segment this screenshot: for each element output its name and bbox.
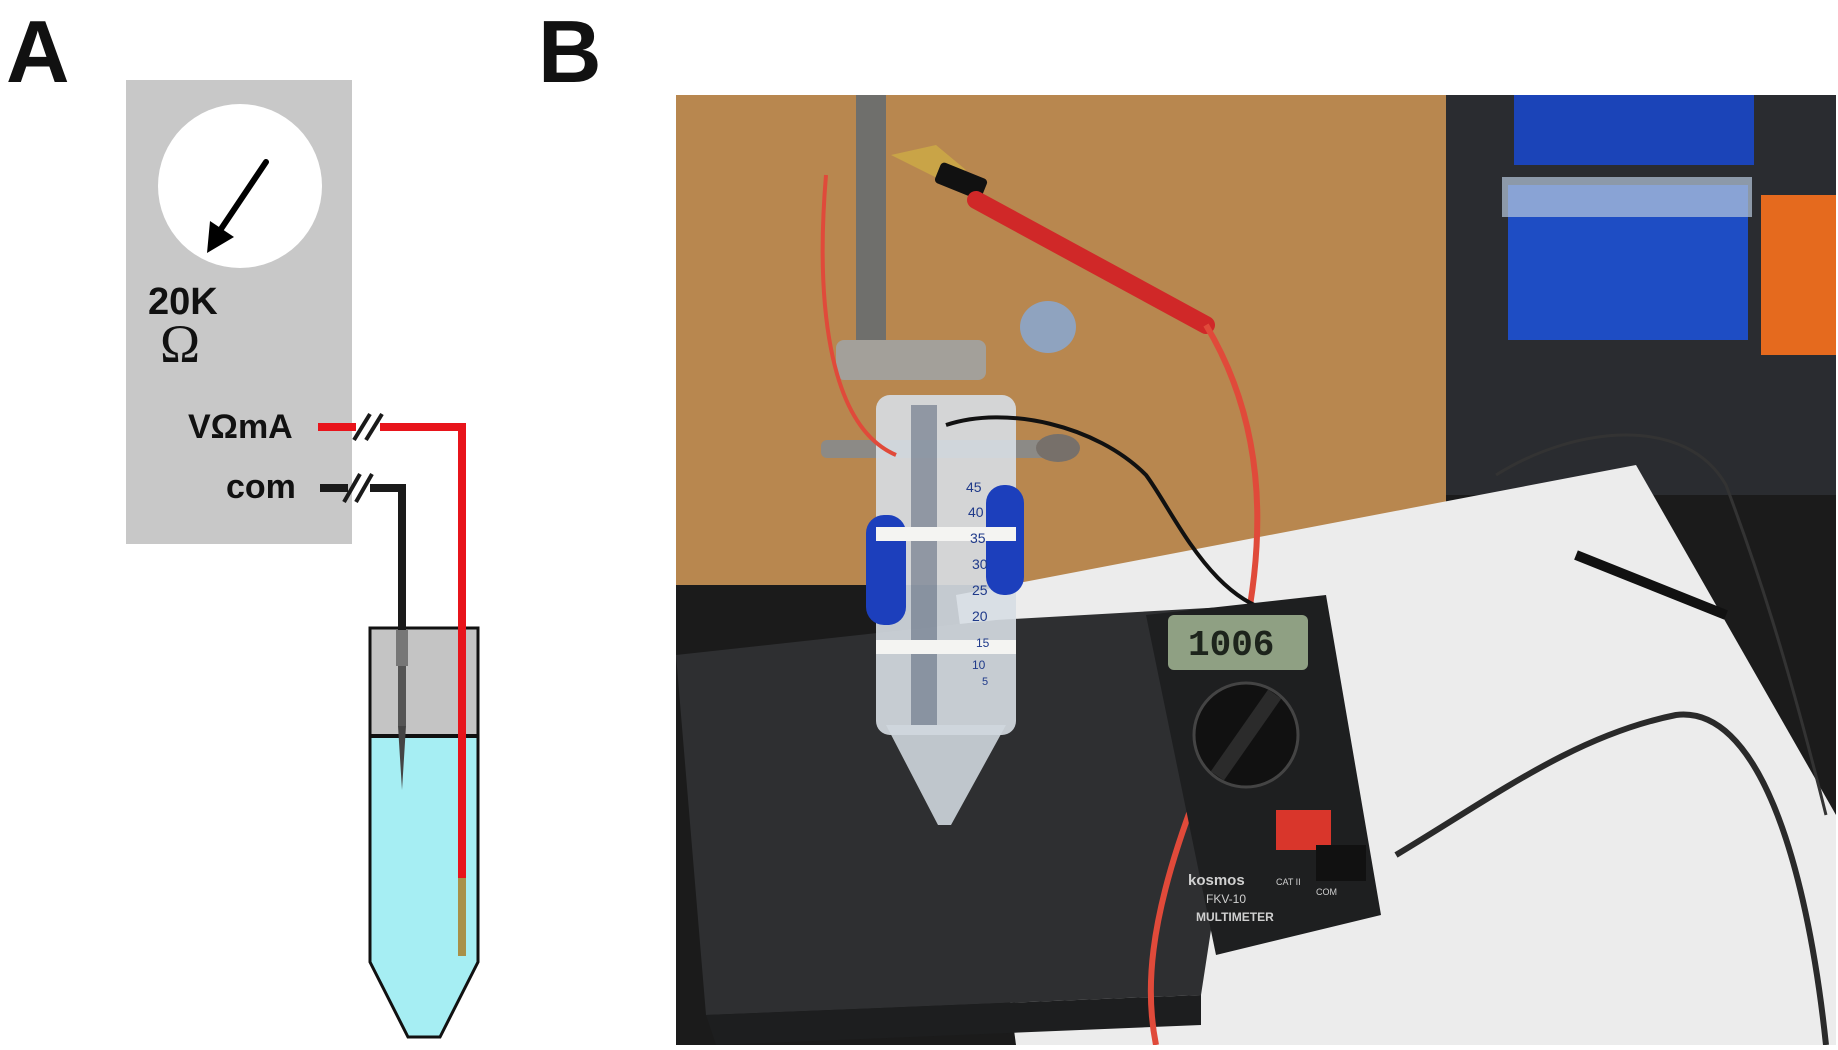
tube-mark-15: 15: [976, 636, 990, 650]
tube-mark-30: 30: [972, 556, 988, 572]
terminal-common-label: com: [226, 468, 296, 506]
terminal-positive-label: VΩmA: [188, 408, 293, 446]
panel-b-label: B: [538, 2, 602, 101]
tip-box-top: [1514, 95, 1754, 165]
tube-photo: 45 40 35 30 25 20 15 10 5: [866, 395, 1024, 825]
meter-type: MULTIMETER: [1196, 910, 1274, 924]
multimeter-photo: 1006 kosmos FKV-10 MULTIMETER CAT II COM: [1146, 595, 1381, 955]
range-label: 20K: [148, 281, 218, 323]
circuit-schematic: 20K Ω VΩmA com: [126, 80, 480, 1039]
orange-box: [1761, 195, 1836, 355]
ring-stand-rod: [856, 95, 886, 355]
tube-mark-45: 45: [966, 479, 982, 495]
clamp: [836, 340, 986, 380]
meter-model: FKV-10: [1206, 892, 1246, 906]
stir-plate: [676, 605, 1261, 1015]
tube-mark-5: 5: [982, 676, 988, 688]
dial-needle-icon: [207, 159, 269, 253]
black-lead: [1394, 711, 1829, 1045]
tube-mark-35: 35: [970, 530, 986, 546]
black-wire: [945, 415, 1297, 617]
tube-mark-25: 25: [972, 582, 988, 598]
positive-lead: [318, 412, 466, 956]
red-jack: [1276, 810, 1331, 850]
meter-port-com: COM: [1316, 887, 1337, 897]
meter-brand: kosmos: [1188, 872, 1245, 889]
meter-display: [1168, 615, 1308, 670]
tube-mark-40: 40: [968, 504, 984, 520]
tube-mark-20: 20: [972, 608, 988, 624]
meter-dial: [158, 104, 322, 268]
meter-port-cat: CAT II: [1276, 877, 1301, 887]
panel-a-label: A: [6, 2, 70, 101]
meter-reading: 1006: [1188, 625, 1274, 666]
common-lead: [320, 473, 408, 790]
black-jack: [1316, 845, 1366, 881]
experimental-setup-photo: 45 40 35 30 25 20 15 10 5 1006 kosmos FK…: [676, 95, 1836, 1045]
tube-mark-10: 10: [972, 658, 986, 672]
ohm-symbol: Ω: [160, 314, 200, 374]
